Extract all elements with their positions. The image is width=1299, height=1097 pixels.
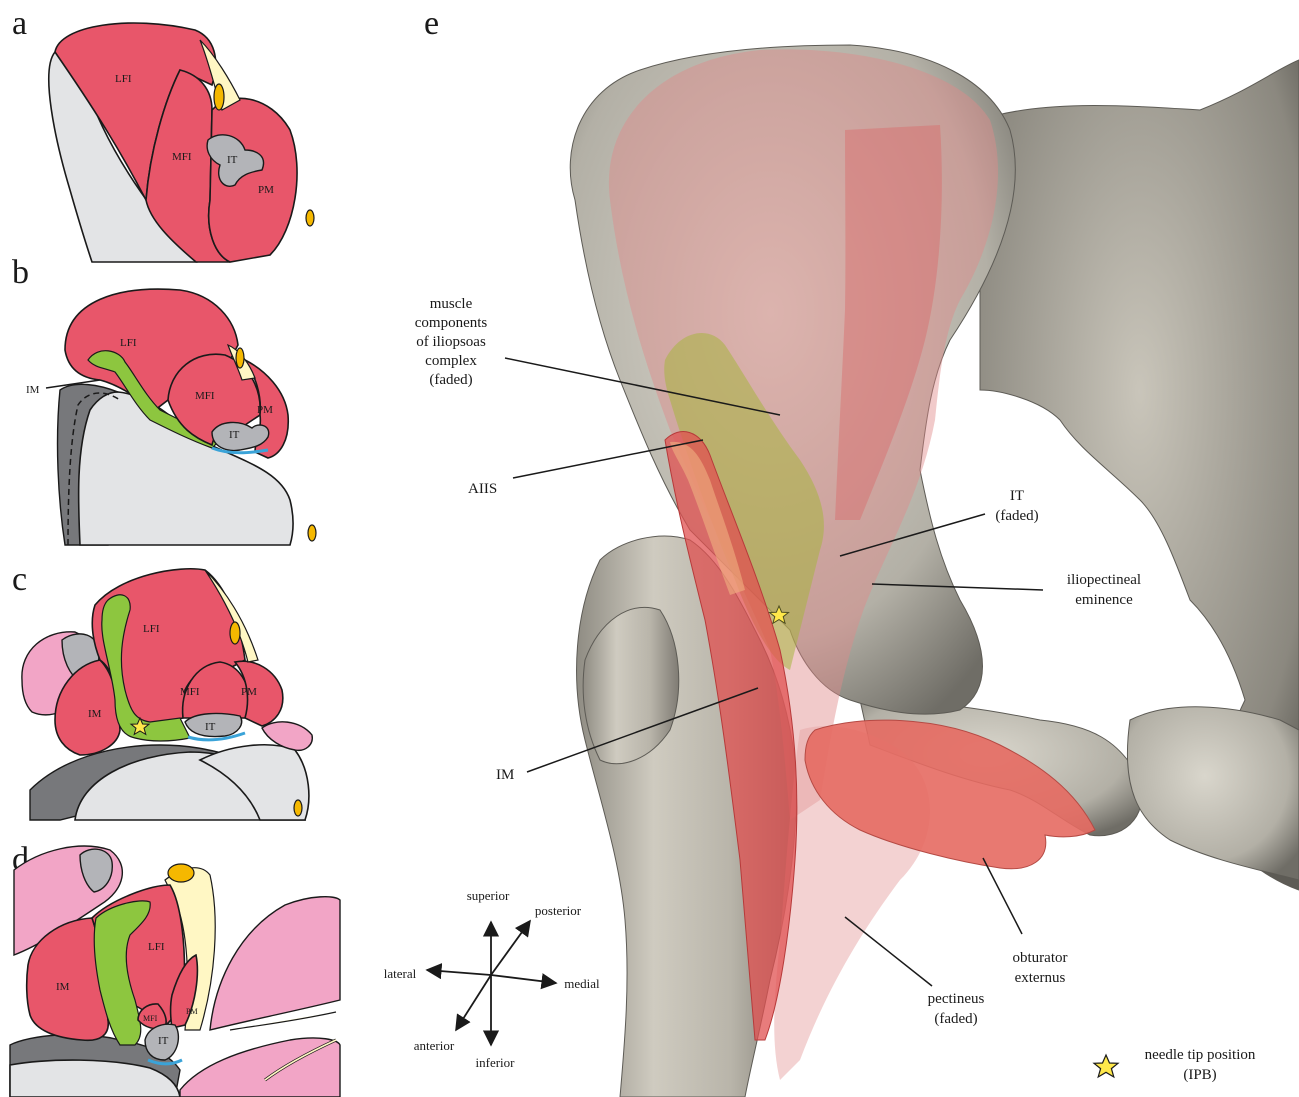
annotation-line: muscle [430, 296, 473, 312]
label-pm: PM [258, 184, 274, 196]
femoral-nerve [214, 84, 224, 110]
annotation-it-faded: IT (faded) [995, 488, 1038, 524]
panel-letter-a: a [12, 5, 27, 42]
panel-b: b IM LFI MFI IT PM [12, 254, 316, 545]
annotation-pectineus: pectineus (faded) [928, 991, 985, 1027]
annotation-line: (faded) [429, 372, 472, 388]
label-im: IM [26, 384, 40, 396]
annotation-line: components [415, 315, 488, 331]
label-pm: PM [241, 686, 257, 698]
pink-lower-right [180, 1038, 340, 1097]
arrow-lateral [427, 970, 491, 975]
annotation-line: of iliopsoas [416, 334, 486, 350]
pubis-right [1127, 707, 1299, 880]
pink-right-large [210, 897, 340, 1030]
annotation-obturator: obturator externus [1013, 950, 1068, 986]
annotation-im: IM [496, 767, 514, 783]
label-lfi: LFI [115, 73, 132, 85]
annotation-iliopectineal: iliopectineal eminence [1067, 572, 1141, 608]
panel-c: c LFI IM MFI IT PM [12, 561, 312, 820]
legend: needle tip position (IPB) [1094, 1047, 1256, 1083]
femoral-nerve-branch [306, 210, 314, 226]
arrow-anterior [456, 975, 491, 1030]
label-mfi: MFI [172, 151, 192, 163]
annotation-muscle-components: muscle components of iliopsoas complex (… [415, 296, 488, 388]
label-lfi: LFI [120, 337, 137, 349]
panel-letter-b: b [12, 254, 29, 291]
dir-lateral: lateral [384, 966, 417, 981]
annotation-aiis: AIIS [468, 481, 497, 497]
dir-posterior: posterior [535, 903, 582, 918]
label-mfi: MFI [143, 1014, 158, 1023]
annotation-line: pectineus [928, 991, 985, 1007]
arrow-posterior [491, 921, 530, 975]
panel-letter-e: e [424, 5, 439, 42]
direction-compass: superior posterior lateral medial anteri… [384, 888, 600, 1070]
annotation-line: IT [1010, 488, 1024, 504]
label-im: IM [56, 981, 70, 993]
label-it: IT [227, 154, 238, 166]
legend-line-1: needle tip position [1145, 1047, 1256, 1063]
femoral-nerve [236, 348, 244, 368]
panel-d: d LFI IM MFI PM IT [10, 841, 340, 1097]
femoral-nerve [168, 864, 194, 882]
legend-star-icon [1094, 1055, 1118, 1077]
label-lfi: LFI [148, 941, 165, 953]
label-im: IM [88, 708, 102, 720]
label-mfi: MFI [195, 390, 215, 402]
label-lfi: LFI [143, 623, 160, 635]
annotation-line: obturator [1013, 950, 1068, 966]
label-mfi: MFI [180, 686, 200, 698]
dir-medial: medial [564, 976, 600, 991]
annotation-line: iliopectineal [1067, 572, 1141, 588]
annotation-line: complex [425, 353, 477, 369]
label-it: IT [205, 721, 216, 733]
label-pm: PM [257, 404, 273, 416]
legend-line-2: (IPB) [1183, 1067, 1216, 1083]
annotation-line: (faded) [995, 508, 1038, 524]
panel-letter-c: c [12, 561, 27, 598]
femoral-nerve-branch [308, 525, 316, 541]
panel-e: e muscle com [384, 5, 1299, 1097]
femoral-nerve-branch [294, 800, 302, 816]
label-it: IT [229, 429, 240, 441]
annotation-line: (faded) [934, 1011, 977, 1027]
leader-pectineus [845, 917, 932, 986]
dir-anterior: anterior [414, 1038, 455, 1053]
leader-obturator [983, 858, 1022, 934]
label-it: IT [158, 1035, 169, 1047]
label-pm: PM [186, 1007, 198, 1016]
dir-superior: superior [467, 888, 510, 903]
panel-a: a LFI MFI IT PM [12, 5, 314, 262]
annotation-line: externus [1015, 970, 1066, 986]
dir-inferior: inferior [476, 1055, 516, 1070]
femoral-nerve [230, 622, 240, 644]
arrow-medial [491, 975, 556, 983]
annotation-line: eminence [1075, 592, 1133, 608]
